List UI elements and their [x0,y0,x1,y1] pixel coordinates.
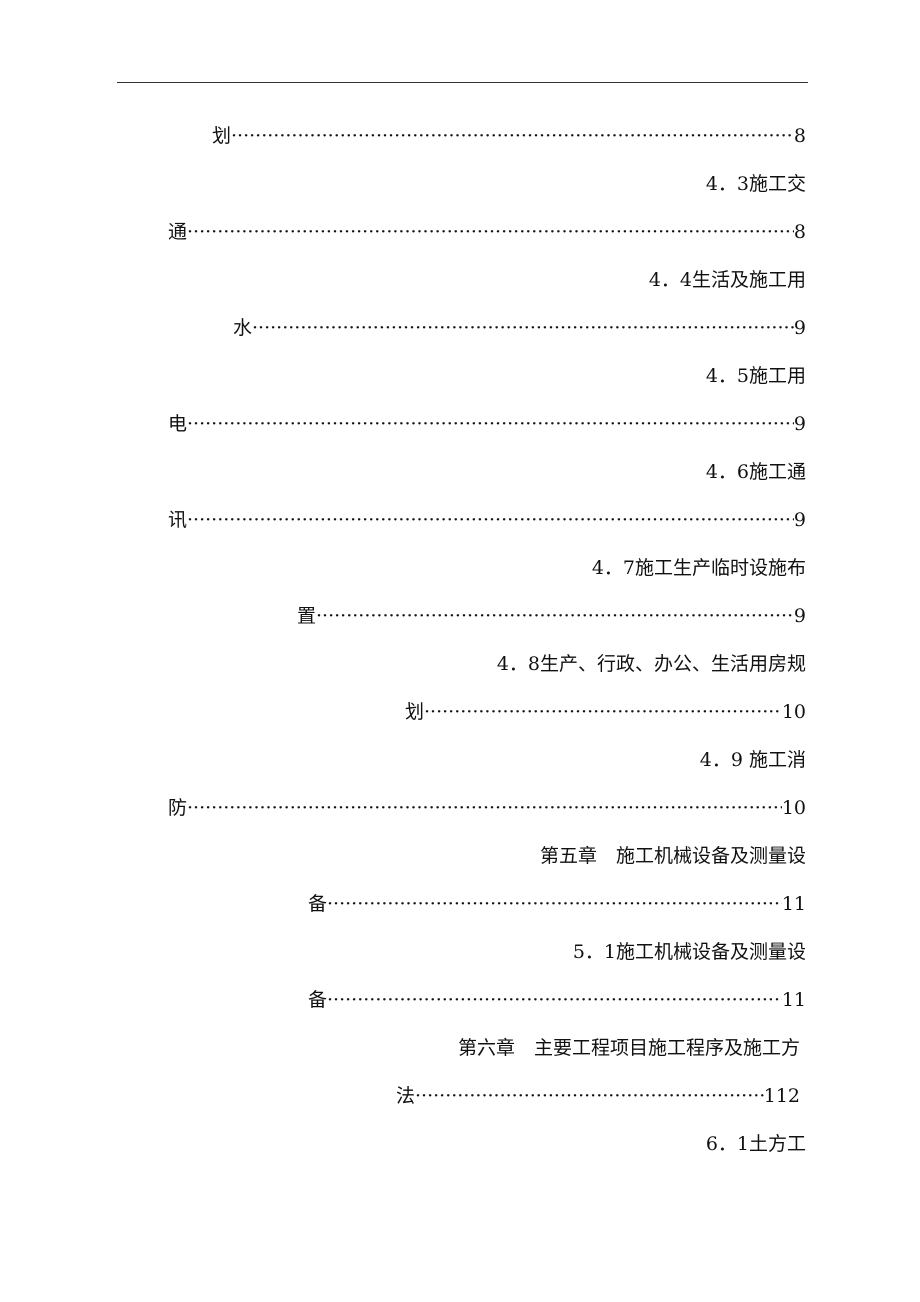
toc-entry-continuation[interactable]: 水·······································… [233,314,806,342]
toc-page-number: 11 [781,989,806,1011]
toc-entry-heading[interactable]: 4．7施工生产临时设施布 [592,554,806,582]
dot-leader: ········································… [316,605,794,627]
dot-leader: ········································… [424,701,782,723]
toc-entry-continuation[interactable]: 备·······································… [308,890,806,918]
toc-entry-text: 4．5施工用 [705,365,806,387]
toc-entry-text: 备 [308,989,328,1011]
toc-entry-heading[interactable]: 4．5施工用 [706,362,806,390]
toc-entry-text: 第六章 主要工程项目施工程序及施工方 [457,1037,800,1059]
toc-entry-text: 法 [396,1085,416,1107]
toc-page-number: 9 [793,509,806,531]
toc-entry-text: 水 [233,317,253,339]
toc-entry-text: 4．4生活及施工用 [648,269,806,291]
toc-entry-text: 第五章 施工机械设备及测量设 [539,845,806,867]
toc-entry-continuation[interactable]: 防 ······································… [168,794,806,822]
toc-page-number: 9 [793,605,806,627]
toc-entry-text: 4．3施工交 [705,173,806,195]
toc-entry-heading[interactable]: 第六章 主要工程项目施工程序及施工方 [458,1034,800,1062]
toc-entry-text: 划 [405,701,425,723]
dot-leader: ········································… [187,509,794,531]
toc-entry-text: 4．6施工通 [705,461,806,483]
toc-page-number: 11 [781,893,806,915]
toc-entry-continuation[interactable]: 划·······································… [212,122,806,150]
toc-entry-heading[interactable]: 4．9 施工消 [700,746,806,774]
toc-page-number: 10 [781,701,806,723]
toc-entry-continuation[interactable]: 电·······································… [168,410,806,438]
dot-leader: ········································… [187,413,794,435]
toc-entry-text: 备 [308,893,328,915]
toc-entry-text: 6．1土方工 [705,1133,806,1155]
toc-page-number: 8 [793,125,806,147]
toc-entry-continuation[interactable]: 讯·······································… [168,506,806,534]
toc-entry-heading[interactable]: 5．1施工机械设备及测量设 [573,938,806,966]
toc-entry-text: 讯 [168,509,188,531]
toc-entry-text: 4．9 施工消 [699,749,806,771]
toc-entry-text: 4．8生产、行政、办公、生活用房规 [496,653,806,675]
toc-entry-text: 4．7施工生产临时设施布 [591,557,806,579]
dot-leader: ········································… [415,1085,764,1107]
toc-entry-continuation[interactable]: 法·······································… [396,1082,800,1110]
dot-leader: ········································… [187,221,794,243]
toc-entry-heading[interactable]: 4．4生活及施工用 [649,266,806,294]
toc-entry-text: 通 [168,221,188,243]
toc-entry-continuation[interactable]: 划 ······································… [405,698,806,726]
toc-entry-text: 电 [168,413,188,435]
toc-entry-text: 划 [212,125,232,147]
dot-leader: ········································… [187,797,782,819]
toc-entry-text: 置 [297,605,317,627]
toc-page-number: 10 [781,797,806,819]
toc-page-number: 8 [793,221,806,243]
toc-entry-continuation[interactable]: 置·······································… [297,602,806,630]
toc-page-number: 112 [763,1085,800,1107]
header-rule [117,82,808,83]
toc-entry-text: 5．1施工机械设备及测量设 [572,941,806,963]
toc-entry-heading[interactable]: 4．3施工交 [706,170,806,198]
toc-page-number: 9 [793,317,806,339]
dot-leader: ········································… [327,989,782,1011]
dot-leader: ········································… [327,893,782,915]
toc-entry-continuation[interactable]: 备·······································… [308,986,806,1014]
toc-entry-heading[interactable]: 4．8生产、行政、办公、生活用房规 [497,650,806,678]
toc-page-number: 9 [793,413,806,435]
toc-entry-heading[interactable]: 4．6施工通 [706,458,806,486]
toc-entry-continuation[interactable]: 通·······································… [168,218,806,246]
toc-entry-heading[interactable]: 6．1土方工 [706,1130,806,1158]
toc-entry-heading[interactable]: 第五章 施工机械设备及测量设 [540,842,806,870]
toc-entry-text: 防 [168,797,188,819]
dot-leader: ········································… [231,125,794,147]
dot-leader: ········································… [252,317,794,339]
